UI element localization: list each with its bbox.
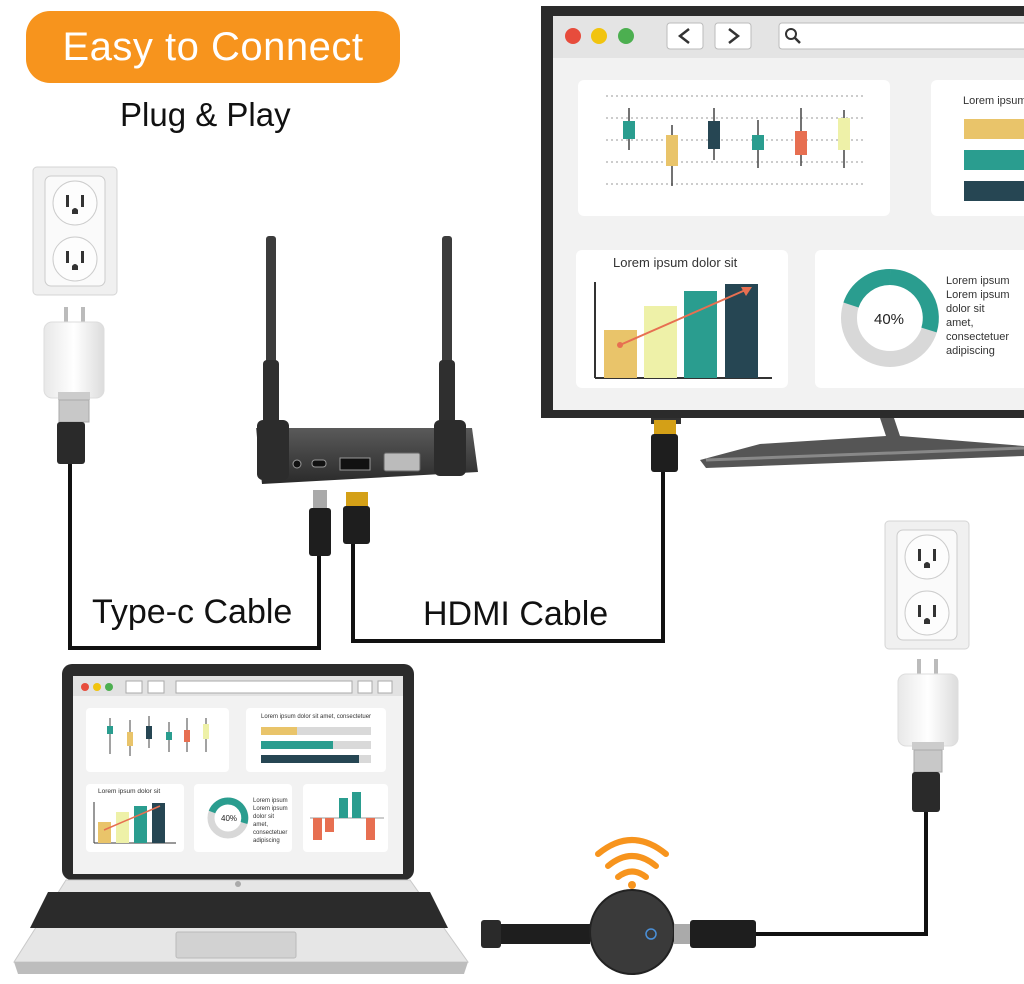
tv-donut-line: consectetuer xyxy=(946,331,1009,343)
tv-donut-line: dolor sit xyxy=(946,303,985,315)
minimize-dot-icon xyxy=(591,28,607,44)
cables xyxy=(68,464,928,936)
laptop-donut-percent: 40% xyxy=(221,814,238,823)
tv-bar-title: Lorem ipsum dolor sit xyxy=(613,255,738,270)
tv-donut-line: adipiscing xyxy=(946,345,995,357)
hdmi-connector xyxy=(651,420,678,472)
hdmi-cable-label: HDMI Cable xyxy=(423,595,609,633)
usb-power-adapter-icon xyxy=(43,307,105,464)
laptop xyxy=(13,664,469,974)
laptop-donut-line: Lorem ipsum xyxy=(253,806,288,812)
typec-connector xyxy=(309,490,331,556)
laptop-donut-line: consectetuer xyxy=(253,830,288,836)
wall-outlet-icon xyxy=(884,520,970,650)
typec-cable-label: Type-c Cable xyxy=(92,593,293,631)
tv-donut-line: amet, xyxy=(946,317,974,329)
tv-legend-title: Lorem ipsum xyxy=(963,95,1024,107)
tv-candlestick-card xyxy=(578,80,890,216)
tv-donut-line: Lorem ipsum xyxy=(946,289,1010,301)
usb-power-adapter-icon xyxy=(897,659,959,812)
tv-donut-line: Lorem ipsum xyxy=(946,275,1010,287)
wireless-dongle xyxy=(481,889,756,975)
wall-outlet-icon xyxy=(32,166,118,296)
laptop-donut-line: amet, xyxy=(253,822,269,828)
tv-donut-text: Lorem ipsum Lorem ipsum dolor sit amet, … xyxy=(946,274,1010,358)
laptop-donut-line: dolor sit xyxy=(253,814,275,820)
close-dot-icon xyxy=(565,28,581,44)
search-icon xyxy=(785,28,801,44)
tv xyxy=(541,6,1024,468)
wifi-icon xyxy=(595,837,669,889)
hdmi-connector xyxy=(343,492,370,544)
maximize-dot-icon xyxy=(618,28,634,44)
chevron-right-icon xyxy=(714,22,752,50)
tv-search-bar xyxy=(778,22,1024,50)
laptop-legend-title: Lorem ipsum dolor sit amet, consectetuer xyxy=(261,714,372,720)
tv-donut-percent: 40% xyxy=(874,311,905,328)
subtitle: Plug & Play xyxy=(120,96,291,133)
laptop-bar-title: Lorem ipsum dolor sit xyxy=(98,788,161,795)
headline-badge: Easy to Connect xyxy=(26,11,400,83)
wireless-receiver xyxy=(256,236,478,484)
laptop-donut-text: Lorem ipsum Lorem ipsum dolor sit amet, … xyxy=(253,797,288,845)
laptop-donut-line: adipiscing xyxy=(253,838,280,844)
laptop-donut-line: Lorem ipsum xyxy=(253,798,288,804)
chevron-left-icon xyxy=(666,22,704,50)
